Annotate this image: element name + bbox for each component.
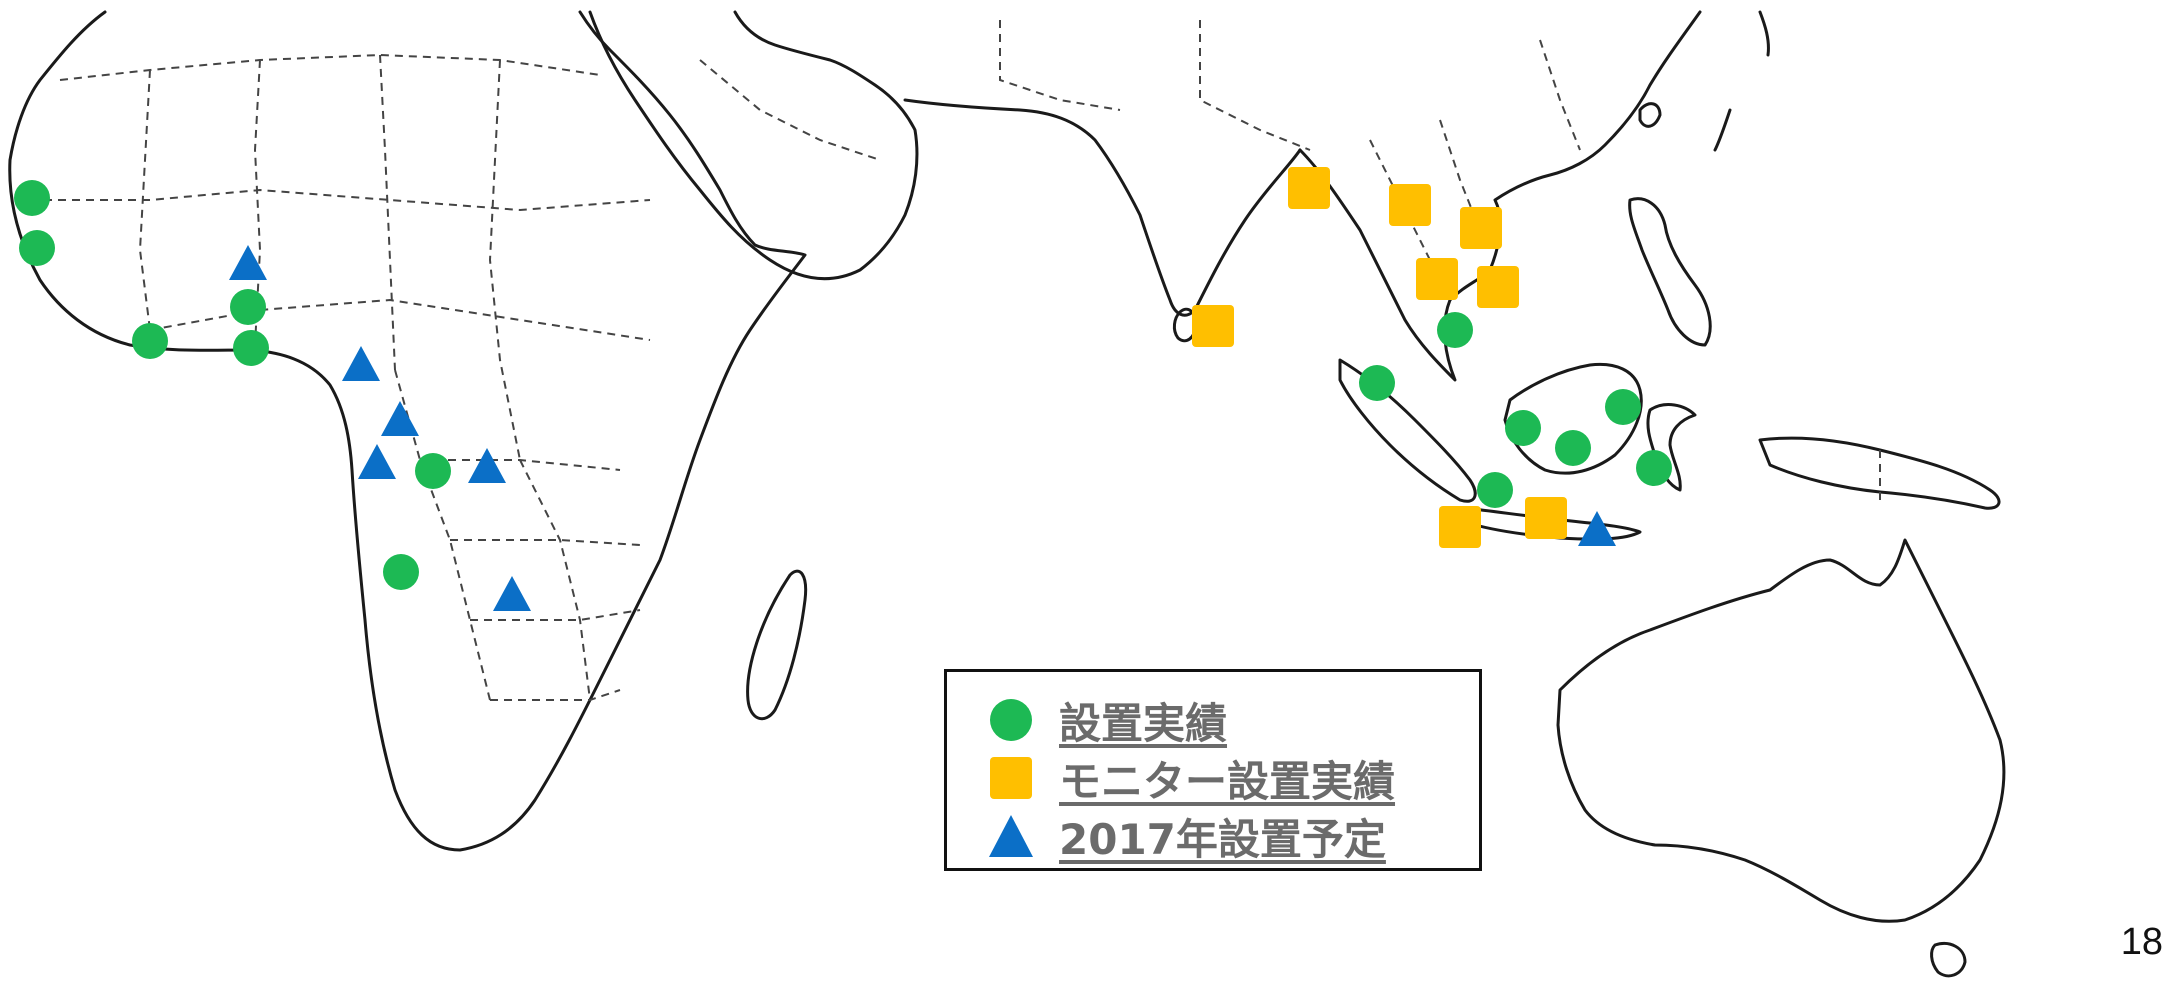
country-borders	[30, 20, 1881, 701]
installed-site-marker	[1359, 365, 1395, 401]
planned-site-marker	[1578, 511, 1616, 546]
installed-site-marker	[230, 289, 266, 325]
legend-label-installed: 設置実績	[1059, 698, 1228, 748]
page-number: 18	[2120, 921, 2163, 963]
installed-site-marker	[383, 554, 419, 590]
new-guinea-coastline	[1758, 436, 2001, 510]
monitor-site-marker	[1288, 167, 1330, 209]
installed-site-marker	[132, 323, 168, 359]
installed-site-marker	[1437, 312, 1473, 348]
arabia-coastline	[588, 10, 919, 281]
india-coastline	[903, 98, 1302, 317]
australia-coastline	[1556, 538, 2006, 923]
planned-site-marker	[468, 448, 506, 483]
borneo-coastline	[1503, 362, 1643, 475]
planned-site-marker	[229, 245, 267, 280]
legend: 設置実績 モニター設置実績 2017年設置予定	[944, 669, 1482, 871]
installed-site-marker	[233, 330, 269, 366]
planned-site-marker	[381, 401, 419, 436]
planned-site-marker	[358, 444, 396, 479]
installed-site-marker	[1477, 472, 1513, 508]
legend-label-planned: 2017年設置予定	[1059, 814, 1386, 864]
sumatra-coastline	[1338, 358, 1477, 503]
africa-coastline	[8, 10, 807, 852]
madagascar-coastline	[746, 569, 808, 721]
installed-site-marker	[1636, 450, 1672, 486]
legend-label-monitor: モニター設置実績	[1059, 756, 1396, 806]
blue-triangle-icon	[985, 810, 1037, 862]
tasmania-coastline	[1930, 942, 1967, 978]
sri-lanka-coastline	[1172, 307, 1198, 343]
green-circle-icon	[985, 694, 1037, 746]
planned-site-marker	[342, 346, 380, 381]
monitor-site-marker	[1416, 258, 1458, 300]
monitor-site-marker	[1439, 506, 1481, 548]
monitor-site-marker	[1477, 266, 1519, 308]
legend-item-installed: 設置実績	[985, 694, 1227, 748]
monitor-site-marker	[1192, 305, 1234, 347]
monitor-site-marker	[1525, 497, 1567, 539]
installed-site-marker	[1605, 389, 1641, 425]
yellow-square-icon	[985, 752, 1037, 804]
philippines-coastline	[1628, 197, 1712, 347]
legend-item-planned: 2017年設置予定	[985, 810, 1386, 864]
legend-item-monitor: モニター設置実績	[985, 752, 1395, 806]
monitor-site-marker	[1389, 184, 1431, 226]
installed-site-marker	[1505, 410, 1541, 446]
installed-site-marker	[415, 453, 451, 489]
planned-site-marker	[493, 576, 531, 611]
east-asia-islands-coastline	[1638, 10, 1770, 152]
installed-site-marker	[1555, 430, 1591, 466]
monitor-site-marker	[1460, 207, 1502, 249]
installed-site-marker	[19, 230, 55, 266]
installed-site-marker	[14, 180, 50, 216]
